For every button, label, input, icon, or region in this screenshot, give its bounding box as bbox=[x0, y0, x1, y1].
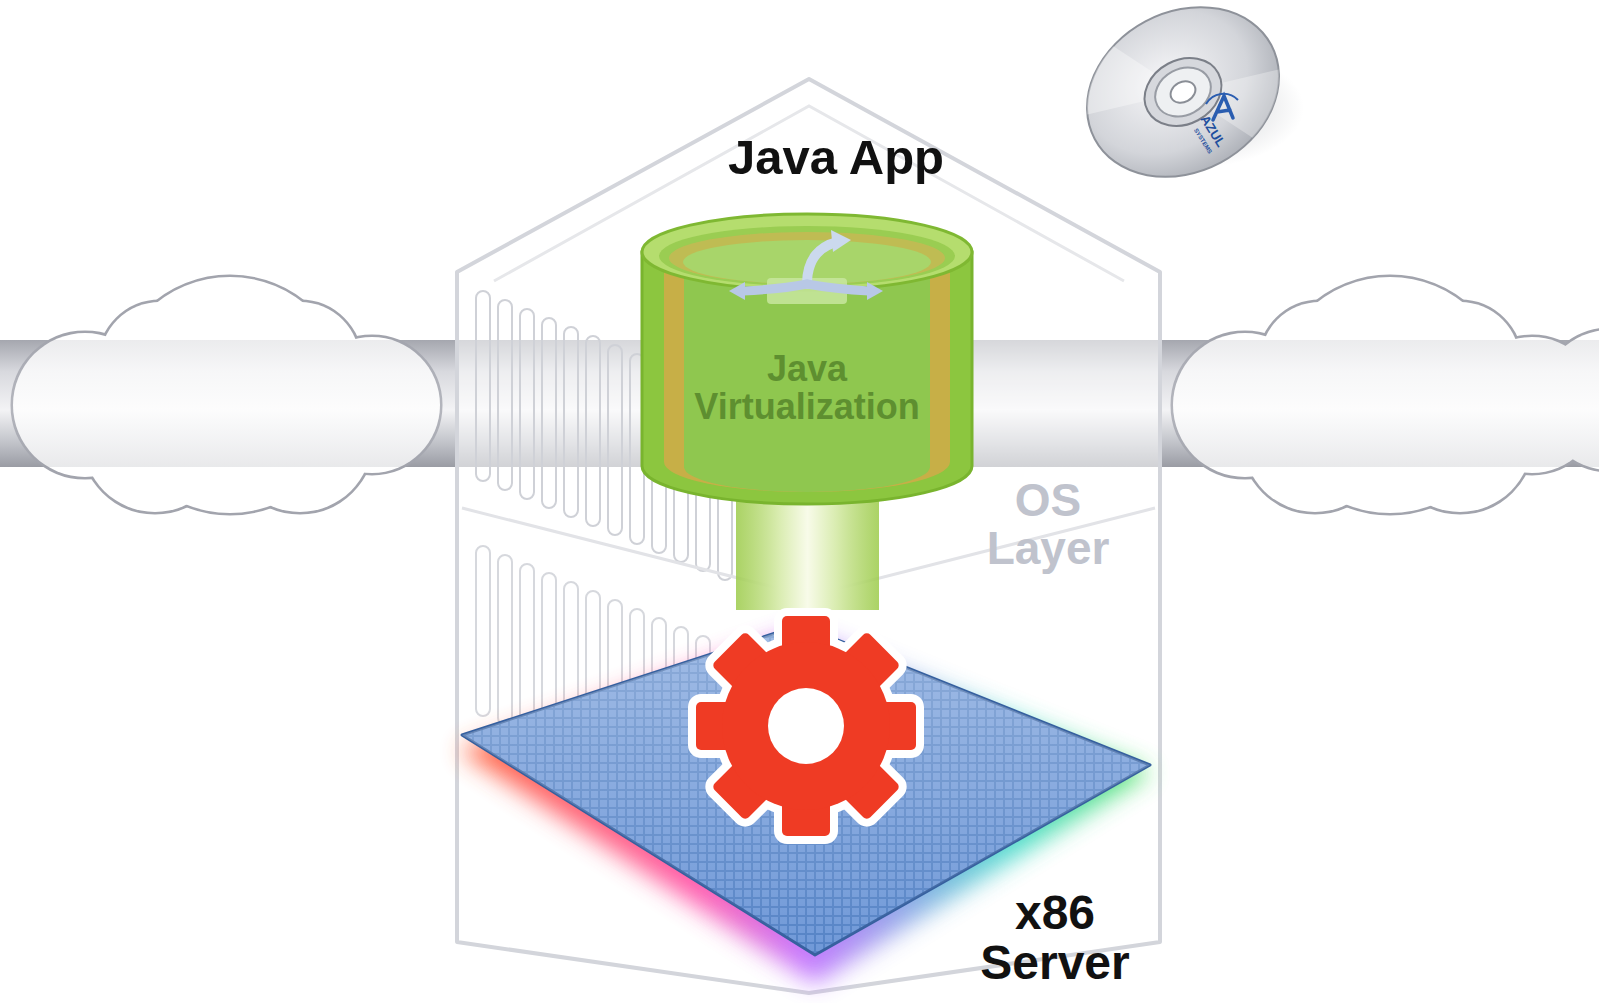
rack-slot bbox=[498, 300, 512, 490]
drawing-part bbox=[1057, 0, 1309, 210]
cylinder-opening-ring bbox=[669, 232, 945, 284]
engine-gear bbox=[696, 616, 916, 836]
drawing-part bbox=[1213, 96, 1233, 120]
rack-slot bbox=[476, 291, 490, 481]
drawing-part bbox=[1206, 94, 1238, 104]
shape-part bbox=[768, 688, 844, 764]
layer-label: OS Layer bbox=[963, 476, 1133, 573]
drawing-part bbox=[1133, 45, 1234, 139]
drawing-part bbox=[1167, 77, 1199, 107]
virtualization-cylinder: Java Virtualization bbox=[639, 212, 976, 506]
os-layer: OS Layer bbox=[460, 476, 1156, 606]
rack-slot bbox=[476, 546, 490, 716]
flow-arrow bbox=[807, 284, 869, 291]
layer-label: x86 Server bbox=[955, 888, 1155, 989]
rack-slot bbox=[498, 555, 512, 725]
cylinder-opening bbox=[659, 226, 955, 286]
cylinder-outer bbox=[642, 252, 972, 504]
rack-slot bbox=[520, 309, 534, 499]
rack-slot bbox=[586, 336, 600, 526]
cylinder-top bbox=[683, 240, 931, 284]
text-slot: Java App bbox=[686, 132, 986, 183]
stack-cube: Java AppJava VirtualizationOS Layer x86 S… bbox=[454, 76, 1163, 996]
rack-slot bbox=[520, 564, 534, 734]
rack-slot bbox=[564, 327, 578, 517]
flow-arrowhead bbox=[831, 230, 851, 252]
cube-outline bbox=[457, 79, 1160, 993]
beam-connector bbox=[736, 500, 879, 610]
rack-slot bbox=[608, 345, 622, 535]
text-slot: x86 Server bbox=[955, 888, 1155, 989]
flow-arrowhead bbox=[729, 282, 745, 300]
flow-arrowhead bbox=[867, 282, 883, 300]
text-slot: Java Virtualization bbox=[657, 350, 957, 426]
stack-title: Java App bbox=[686, 132, 986, 183]
flow-arrow bbox=[807, 242, 837, 284]
shape-part bbox=[696, 616, 916, 836]
flow-arrow bbox=[743, 284, 807, 291]
install-disc bbox=[1057, 0, 1309, 210]
drawing-part bbox=[1057, 0, 1309, 210]
rack-slot bbox=[542, 318, 556, 508]
layer-label: Java Virtualization bbox=[657, 350, 957, 426]
server-board: x86 Server bbox=[455, 610, 1155, 996]
cylinder-rim bbox=[642, 214, 972, 290]
shape-part bbox=[696, 616, 916, 836]
text-slot: OS Layer bbox=[963, 476, 1133, 573]
